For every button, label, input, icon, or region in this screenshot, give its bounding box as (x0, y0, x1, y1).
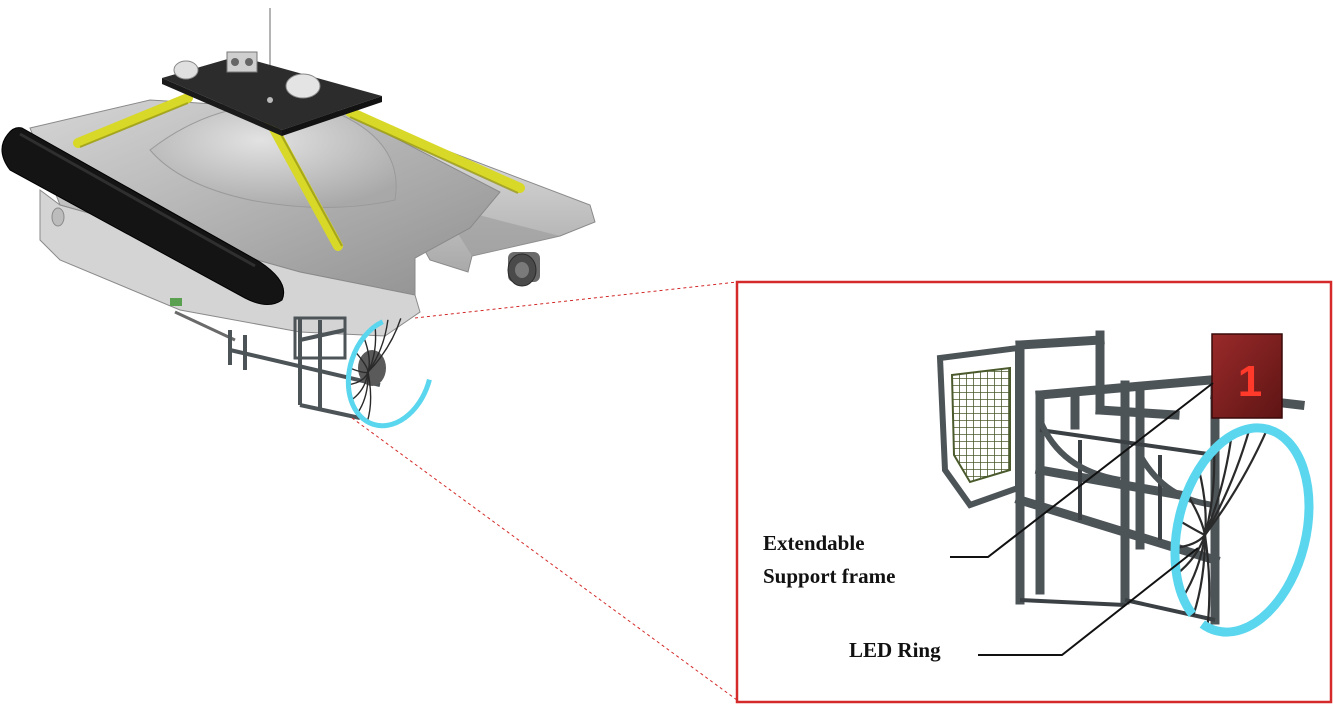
support-frame-label-line1: Extendable (763, 531, 865, 555)
support-frame-label-line2: Support frame (763, 563, 896, 588)
detail-led-ring (1170, 423, 1314, 637)
ring-spoke (357, 371, 369, 414)
sensor-plate (162, 56, 382, 130)
pointer-leaders (950, 382, 1214, 656)
led-ring-leader (978, 547, 1199, 656)
ring-spoke (1203, 449, 1216, 536)
hull-porthole (51, 207, 65, 227)
ring-spoke (349, 367, 369, 374)
number-marker-icon: 1 (1211, 333, 1283, 419)
ring-spoke (348, 371, 369, 386)
ring-spoke (350, 371, 369, 401)
led-ring-label: LED Ring (849, 638, 941, 662)
ring-spoke (1203, 435, 1233, 536)
usv-vessel (1, 8, 596, 429)
vessel-support-frame (228, 316, 381, 420)
thruster-right (507, 252, 540, 287)
gps-dome-left (173, 60, 199, 80)
vessel-led-ring (345, 315, 435, 429)
ring-spoke (366, 371, 372, 422)
zoom-leader-lines (351, 281, 738, 701)
net-basket (936, 344, 1021, 509)
fender-bumper (1, 127, 285, 305)
camera-unit (226, 51, 258, 73)
ring-spoke (1181, 534, 1207, 598)
detail-support-frame (936, 330, 1305, 625)
ring-spoke (1204, 428, 1251, 536)
marker-number: 1 (1238, 357, 1262, 406)
detail-box (735, 280, 1333, 704)
ring-spoke (367, 319, 389, 373)
gps-dome-right (285, 73, 321, 99)
support-frame-label: Extendable Support frame (763, 527, 895, 592)
roll-bars (73, 93, 525, 251)
support-frame-leader (950, 382, 1214, 558)
ring-spoke (367, 318, 402, 373)
ring-spoke (1203, 534, 1211, 628)
ring-spoke (1192, 534, 1207, 616)
ring-spoke (1204, 428, 1269, 536)
